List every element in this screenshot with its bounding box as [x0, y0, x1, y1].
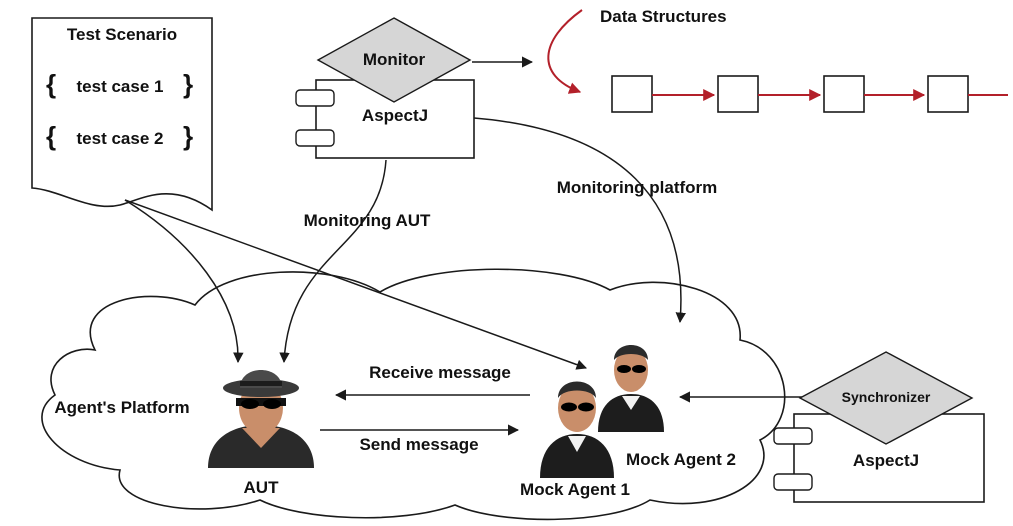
test-case-2: test case 2 [77, 129, 164, 148]
monitoring-aut-label: Monitoring AUT [304, 211, 431, 230]
list-node [717, 75, 759, 113]
synchronizer-aspectj-label: AspectJ [853, 451, 919, 470]
test-case-1: test case 1 [77, 77, 164, 96]
synchronizer-label: Synchronizer [842, 389, 931, 405]
monitor-label: Monitor [363, 50, 426, 69]
list-node [823, 75, 865, 113]
test-case-1-brace-left: { [46, 69, 56, 99]
list-node [927, 75, 969, 113]
mock-agent-2-icon [598, 345, 664, 432]
monitor-component-port-top [295, 89, 335, 107]
synchronizer-component-port-bottom [773, 473, 813, 491]
monitoring-aut-arrow [279, 159, 387, 364]
data-structures-label: Data Structures [600, 7, 727, 26]
synchronizer-component-port-top [773, 427, 813, 445]
aut-label: AUT [244, 478, 280, 497]
monitor-aspectj-label: AspectJ [362, 106, 428, 125]
data-structures-pointer-arrow [547, 9, 583, 94]
test-case-1-brace-right: } [183, 69, 193, 99]
test-case-2-brace-left: { [46, 121, 56, 151]
linked-list [611, 75, 1008, 113]
scenario-to-mock-agents-arrow [124, 199, 587, 370]
synchronizer-diamond [798, 351, 974, 445]
scenario-to-aut-arrow [124, 199, 244, 364]
monitoring-platform-arrow [473, 117, 686, 324]
mock-agent-1-label: Mock Agent 1 [520, 480, 630, 499]
test-scenario-title: Test Scenario [67, 25, 177, 44]
monitoring-platform-label: Monitoring platform [557, 178, 718, 197]
test-scenario-document [31, 17, 213, 212]
monitor-diamond [316, 17, 472, 103]
list-node [611, 75, 653, 113]
receive-message-label: Receive message [369, 363, 511, 382]
monitor-component-port-bottom [295, 129, 335, 147]
test-case-2-brace-right: } [183, 121, 193, 151]
mock-agent-1-icon [540, 381, 614, 478]
mock-agent-2-label: Mock Agent 2 [626, 450, 736, 469]
agents-platform-label: Agent's Platform [54, 398, 189, 417]
aut-agent-icon [208, 370, 314, 468]
send-message-label: Send message [359, 435, 478, 454]
